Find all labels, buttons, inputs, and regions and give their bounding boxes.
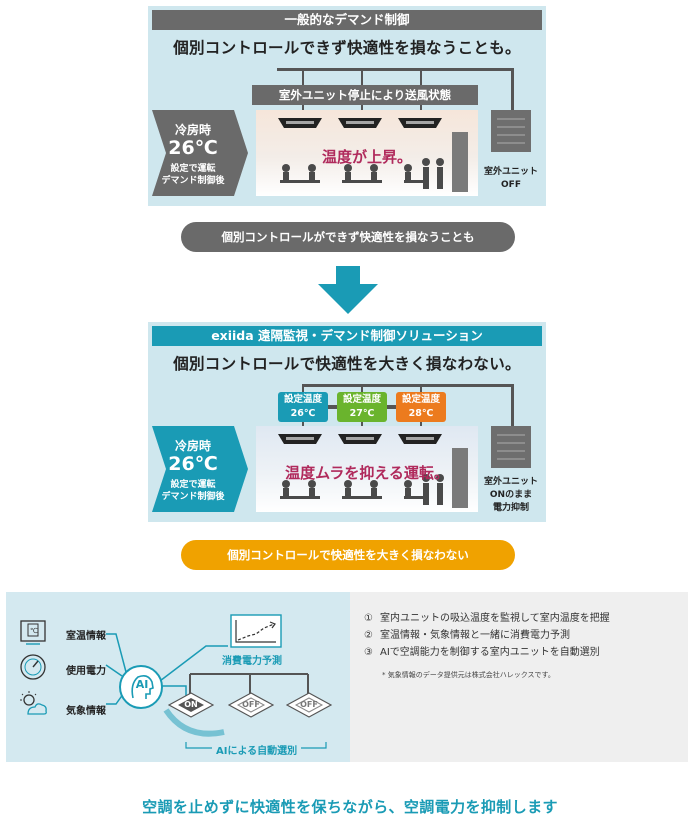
process-steps: ① 室内ユニットの吸込温度を監視して室内温度を把握 ② 室温情報・気象情報と一緒…: [350, 592, 688, 762]
pipe: [420, 384, 422, 394]
step-list: ① 室内ユニットの吸込温度を監視して室内温度を把握 ② 室温情報・気象情報と一緒…: [364, 610, 684, 661]
indoor-unit-off: [227, 692, 275, 718]
cooling-mode-label: 冷房時: [174, 123, 211, 137]
grill-line: [497, 442, 525, 444]
exiida-summary-pill: 個別コントロールで快適性を大きく損なわない: [181, 540, 515, 570]
pipe: [361, 384, 363, 394]
ai-brain-icon: [118, 664, 164, 710]
office-room: 温度が上昇。: [256, 110, 478, 196]
setpoint-label: 設定温度: [342, 394, 381, 405]
step-number: ①: [364, 613, 373, 624]
power-forecast-chart-icon: [230, 614, 282, 648]
outdoor-stop-label: 室外ユニット停止により送風状態: [252, 85, 478, 105]
conventional-demand-panel: 一般的なデマンド制御 個別コントロールできず快適性を損なうことも。 室外ユニット…: [148, 6, 546, 206]
setpoint-label: 設定温度: [401, 394, 440, 405]
outdoor-unit: [491, 426, 531, 468]
indoor-unit-status: OFF: [242, 700, 260, 709]
indoor-unit-off: [285, 692, 333, 718]
setpoint-label: 設定温度: [283, 394, 322, 405]
room-message: 温度ムラを抑える運転。: [285, 464, 449, 482]
cooling-mode-label: 冷房時: [174, 439, 211, 453]
grill-line: [497, 126, 525, 128]
ai-diagram-lines: [105, 633, 327, 749]
down-arrow-icon: [318, 266, 378, 314]
list-item: ② 室温情報・気象情報と一緒に消費電力予測: [364, 627, 684, 644]
list-item: ① 室内ユニットの吸込温度を監視して室内温度を把握: [364, 610, 684, 627]
data-source-note: * 気象情報のデータ提供元は株式会社ハレックスです。: [382, 671, 555, 679]
arrow-shape-icon: [152, 110, 248, 196]
pipe: [302, 384, 514, 387]
step-text: 室温情報・気象情報と一緒に消費電力予測: [380, 630, 570, 641]
setpoint-tag-1: 設定温度 26℃: [278, 392, 328, 422]
room-illustration: [278, 118, 468, 192]
indoor-unit-on: [167, 692, 215, 718]
input-label-power: 使用電力: [66, 666, 106, 677]
panel-header: 一般的なデマンド制御: [152, 10, 542, 30]
setpoint-temp: 28℃: [408, 408, 434, 419]
panel-subtitle: 個別コントロールできず快適性を損なうことも。: [173, 39, 521, 57]
grill-line: [497, 134, 525, 136]
step-number: ③: [364, 647, 373, 658]
outdoor-label-line: 室外ユニット: [483, 477, 538, 487]
exiida-solution-panel: exiida 遠隔監視・デマンド制御ソリューション 個別コントロールで快適性を大…: [148, 322, 546, 522]
grill-line: [497, 458, 525, 460]
panel-header: exiida 遠隔監視・デマンド制御ソリューション: [152, 326, 542, 346]
pipe: [322, 405, 340, 409]
input-label-room-temp: 室温情報: [66, 631, 106, 642]
room-message: 温度が上昇。: [321, 148, 412, 166]
outdoor-label-line: 室外ユニット: [483, 167, 538, 177]
power-forecast-label: 消費電力予測: [222, 656, 282, 667]
outdoor-unit-label: 室外ユニット ONのまま 電力抑制: [474, 476, 548, 515]
pipe: [511, 384, 514, 428]
indoor-unit-status: OFF: [300, 700, 318, 709]
cooling-temp: 26℃: [168, 453, 218, 475]
pipe: [381, 405, 399, 409]
pipe: [302, 384, 304, 394]
thermometer-icon: ℃: [18, 618, 48, 648]
cooling-note-2: デマンド制御後: [161, 176, 225, 186]
pipe: [277, 68, 513, 71]
outdoor-unit-label: 室外ユニット OFF: [474, 166, 548, 192]
footer-tagline: 空調を止めずに快適性を保ちながら、空調電力を抑制します: [142, 798, 558, 816]
ai-label: AI: [135, 678, 149, 691]
list-item: ③ AIで空調能力を制御する室内ユニットを自動選別: [364, 644, 684, 661]
conventional-summary-pill: 個別コントロールができず快適性を損なうことも: [181, 222, 515, 252]
cooling-temp: 26℃: [168, 137, 218, 159]
cooling-note-2: デマンド制御後: [161, 492, 225, 502]
outdoor-label-line: OFF: [501, 180, 521, 190]
cooling-note-1: 設定で運転: [170, 164, 216, 174]
input-label-weather: 気象情報: [66, 706, 106, 717]
cooling-arrow: 冷房時 26℃ 設定で運転 デマンド制御後: [148, 426, 248, 512]
grill-line: [497, 142, 525, 144]
grill-line: [497, 450, 525, 452]
svg-text:℃: ℃: [30, 627, 38, 635]
step-text: 室内ユニットの吸込温度を監視して室内温度を把握: [380, 613, 610, 624]
step-text: AIで空調能力を制御する室内ユニットを自動選別: [380, 647, 600, 658]
ai-diagram: ℃ 室温情報 使用電力 気象情報 AI: [6, 592, 350, 762]
grill-line: [497, 434, 525, 436]
setpoint-tag-2: 設定温度 27℃: [337, 392, 387, 422]
room-illustration: [278, 434, 468, 508]
step-number: ②: [364, 630, 373, 641]
office-room: 温度ムラを抑える運転。: [256, 426, 478, 512]
indoor-unit-status: ON: [184, 700, 198, 709]
cooling-note-1: 設定で運転: [170, 480, 216, 490]
pipe: [511, 68, 514, 112]
outdoor-unit: [491, 110, 531, 152]
auto-select-label: AIによる自動選別: [212, 742, 302, 757]
outdoor-label-line: ONのまま: [489, 490, 533, 500]
setpoint-temp: 27℃: [349, 408, 375, 419]
gauge-icon: [18, 652, 48, 682]
setpoint-tag-3: 設定温度 28℃: [396, 392, 446, 422]
setpoint-temp: 26℃: [290, 408, 316, 419]
weather-icon: [18, 690, 48, 720]
grill-line: [497, 118, 525, 120]
outdoor-label-line: 電力抑制: [492, 503, 529, 513]
cooling-arrow: 冷房時 26℃ 設定で運転 デマンド制御後: [148, 110, 248, 196]
arrow-shape-icon: [152, 426, 248, 512]
panel-subtitle: 個別コントロールで快適性を大きく損なわない。: [173, 355, 521, 373]
